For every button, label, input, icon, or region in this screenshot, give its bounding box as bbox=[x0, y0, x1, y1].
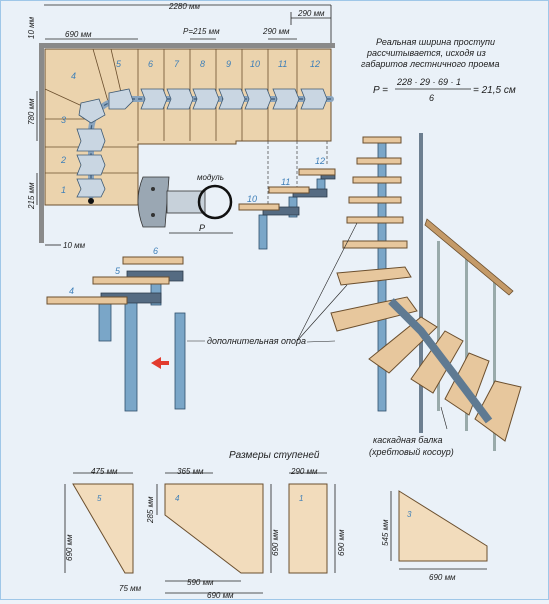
svg-text:690 мм: 690 мм bbox=[429, 573, 456, 582]
handrail bbox=[424, 218, 514, 296]
cascade-beam bbox=[388, 298, 493, 424]
left-wall bbox=[39, 43, 44, 243]
plan-step-12: 12 bbox=[310, 59, 320, 69]
dim-780: 780 мм bbox=[27, 98, 36, 125]
formula-note-2: рассчитывается, исходя из bbox=[366, 48, 486, 58]
svg-text:475 мм: 475 мм bbox=[91, 467, 118, 476]
svg-text:690 мм: 690 мм bbox=[65, 534, 74, 561]
formula-result: = 21,5 см bbox=[473, 85, 516, 96]
plan-step-2: 2 bbox=[60, 155, 66, 165]
step-shape-1: 290 мм 690 мм 1 bbox=[288, 467, 346, 574]
module-p: P bbox=[199, 223, 205, 233]
plan-step-7: 7 bbox=[174, 59, 180, 69]
plan-step-1: 1 bbox=[61, 185, 66, 195]
dim-pitch: P=215 мм bbox=[183, 27, 220, 36]
svg-text:690 мм: 690 мм bbox=[337, 529, 346, 556]
svg-text:590 мм: 590 мм bbox=[187, 578, 214, 587]
step-shape-3: 545 мм 690 мм 3 bbox=[381, 490, 488, 582]
formula-numerator: 228 · 29 · 69 · 1 bbox=[396, 77, 461, 87]
module-detail: модуль P bbox=[137, 173, 233, 234]
plan-step-10: 10 bbox=[250, 59, 260, 69]
sizes-title: Размеры ступеней bbox=[229, 450, 320, 461]
plan-step-11: 11 bbox=[278, 59, 287, 69]
dim-215: 215 мм bbox=[27, 182, 36, 210]
step-shape-4: 365 мм 285 мм 690 мм 590 мм 690 мм 4 bbox=[146, 467, 280, 600]
dim-bottom-10: 10 мм bbox=[63, 241, 86, 250]
module-flange bbox=[137, 176, 170, 228]
svg-text:690 мм: 690 мм bbox=[271, 529, 280, 556]
svg-text:545 мм: 545 мм bbox=[381, 519, 390, 546]
asm-step-10: 10 bbox=[247, 194, 257, 204]
stair-3d: каскадная балка (хребтовый косоур) bbox=[296, 133, 522, 457]
dim-left-top: 10 мм bbox=[27, 16, 36, 39]
dim-690: 690 мм bbox=[65, 30, 92, 39]
extra-support bbox=[174, 312, 186, 410]
module-body bbox=[166, 190, 206, 214]
top-wall bbox=[39, 43, 335, 48]
plan-step-3: 3 bbox=[61, 115, 66, 125]
plan-step-5: 5 bbox=[116, 59, 122, 69]
support-label: дополнительная опора bbox=[207, 336, 306, 346]
dim-top-total: 2280 мм bbox=[168, 2, 201, 11]
assembly-upper: 10 11 12 bbox=[238, 156, 336, 250]
svg-text:3: 3 bbox=[407, 510, 412, 519]
svg-text:285 мм: 285 мм bbox=[146, 496, 155, 524]
assembly-lower: 4 5 6 дополнительная опора bbox=[46, 246, 336, 412]
dim-top-right: 290 мм bbox=[297, 9, 325, 18]
red-arrow-icon bbox=[151, 357, 169, 369]
svg-text:365 мм: 365 мм bbox=[177, 467, 204, 476]
asm-step-6: 6 bbox=[153, 246, 158, 256]
asm-step-4: 4 bbox=[69, 286, 74, 296]
asm-step-11: 11 bbox=[281, 177, 290, 187]
plan-step-8: 8 bbox=[200, 59, 205, 69]
svg-text:4: 4 bbox=[175, 494, 180, 503]
asm-step-12: 12 bbox=[315, 156, 325, 166]
formula-block: Реальная ширина проступи рассчитывается,… bbox=[361, 37, 516, 103]
formula-lhs: P = bbox=[373, 85, 388, 96]
svg-text:5: 5 bbox=[97, 494, 102, 503]
beam-label-2: (хребтовый косоур) bbox=[369, 447, 454, 457]
stair-treads bbox=[330, 136, 522, 442]
formula-note-1: Реальная ширина проступи bbox=[376, 37, 495, 47]
svg-text:690 мм: 690 мм bbox=[207, 591, 234, 599]
step-shape-5: 475 мм 690 мм 75 мм 5 bbox=[64, 467, 142, 593]
module-label: модуль bbox=[197, 173, 224, 182]
dim-290: 290 мм bbox=[262, 27, 290, 36]
beam-label-1: каскадная балка bbox=[373, 435, 443, 445]
formula-note-3: габаритов лестничного проема bbox=[361, 59, 499, 69]
formula-denominator: 6 bbox=[429, 93, 434, 103]
asm-step-5: 5 bbox=[115, 266, 121, 276]
plan-view: 1 2 3 4 5 6 7 8 9 10 11 12 2280 мм 290 м… bbox=[27, 2, 335, 250]
module-ring bbox=[197, 184, 233, 220]
plan-step-numbers: 1 2 3 4 5 6 7 8 9 10 11 12 bbox=[60, 59, 320, 195]
svg-text:290 мм: 290 мм bbox=[290, 467, 318, 476]
plan-step-4: 4 bbox=[71, 71, 76, 81]
plan-step-9: 9 bbox=[226, 59, 231, 69]
plan-step-6: 6 bbox=[148, 59, 153, 69]
svg-text:1: 1 bbox=[299, 494, 303, 503]
plan-floor bbox=[44, 48, 332, 206]
svg-text:75 мм: 75 мм bbox=[119, 584, 142, 593]
plan-modules bbox=[76, 88, 328, 198]
plan-start-point bbox=[88, 198, 94, 204]
